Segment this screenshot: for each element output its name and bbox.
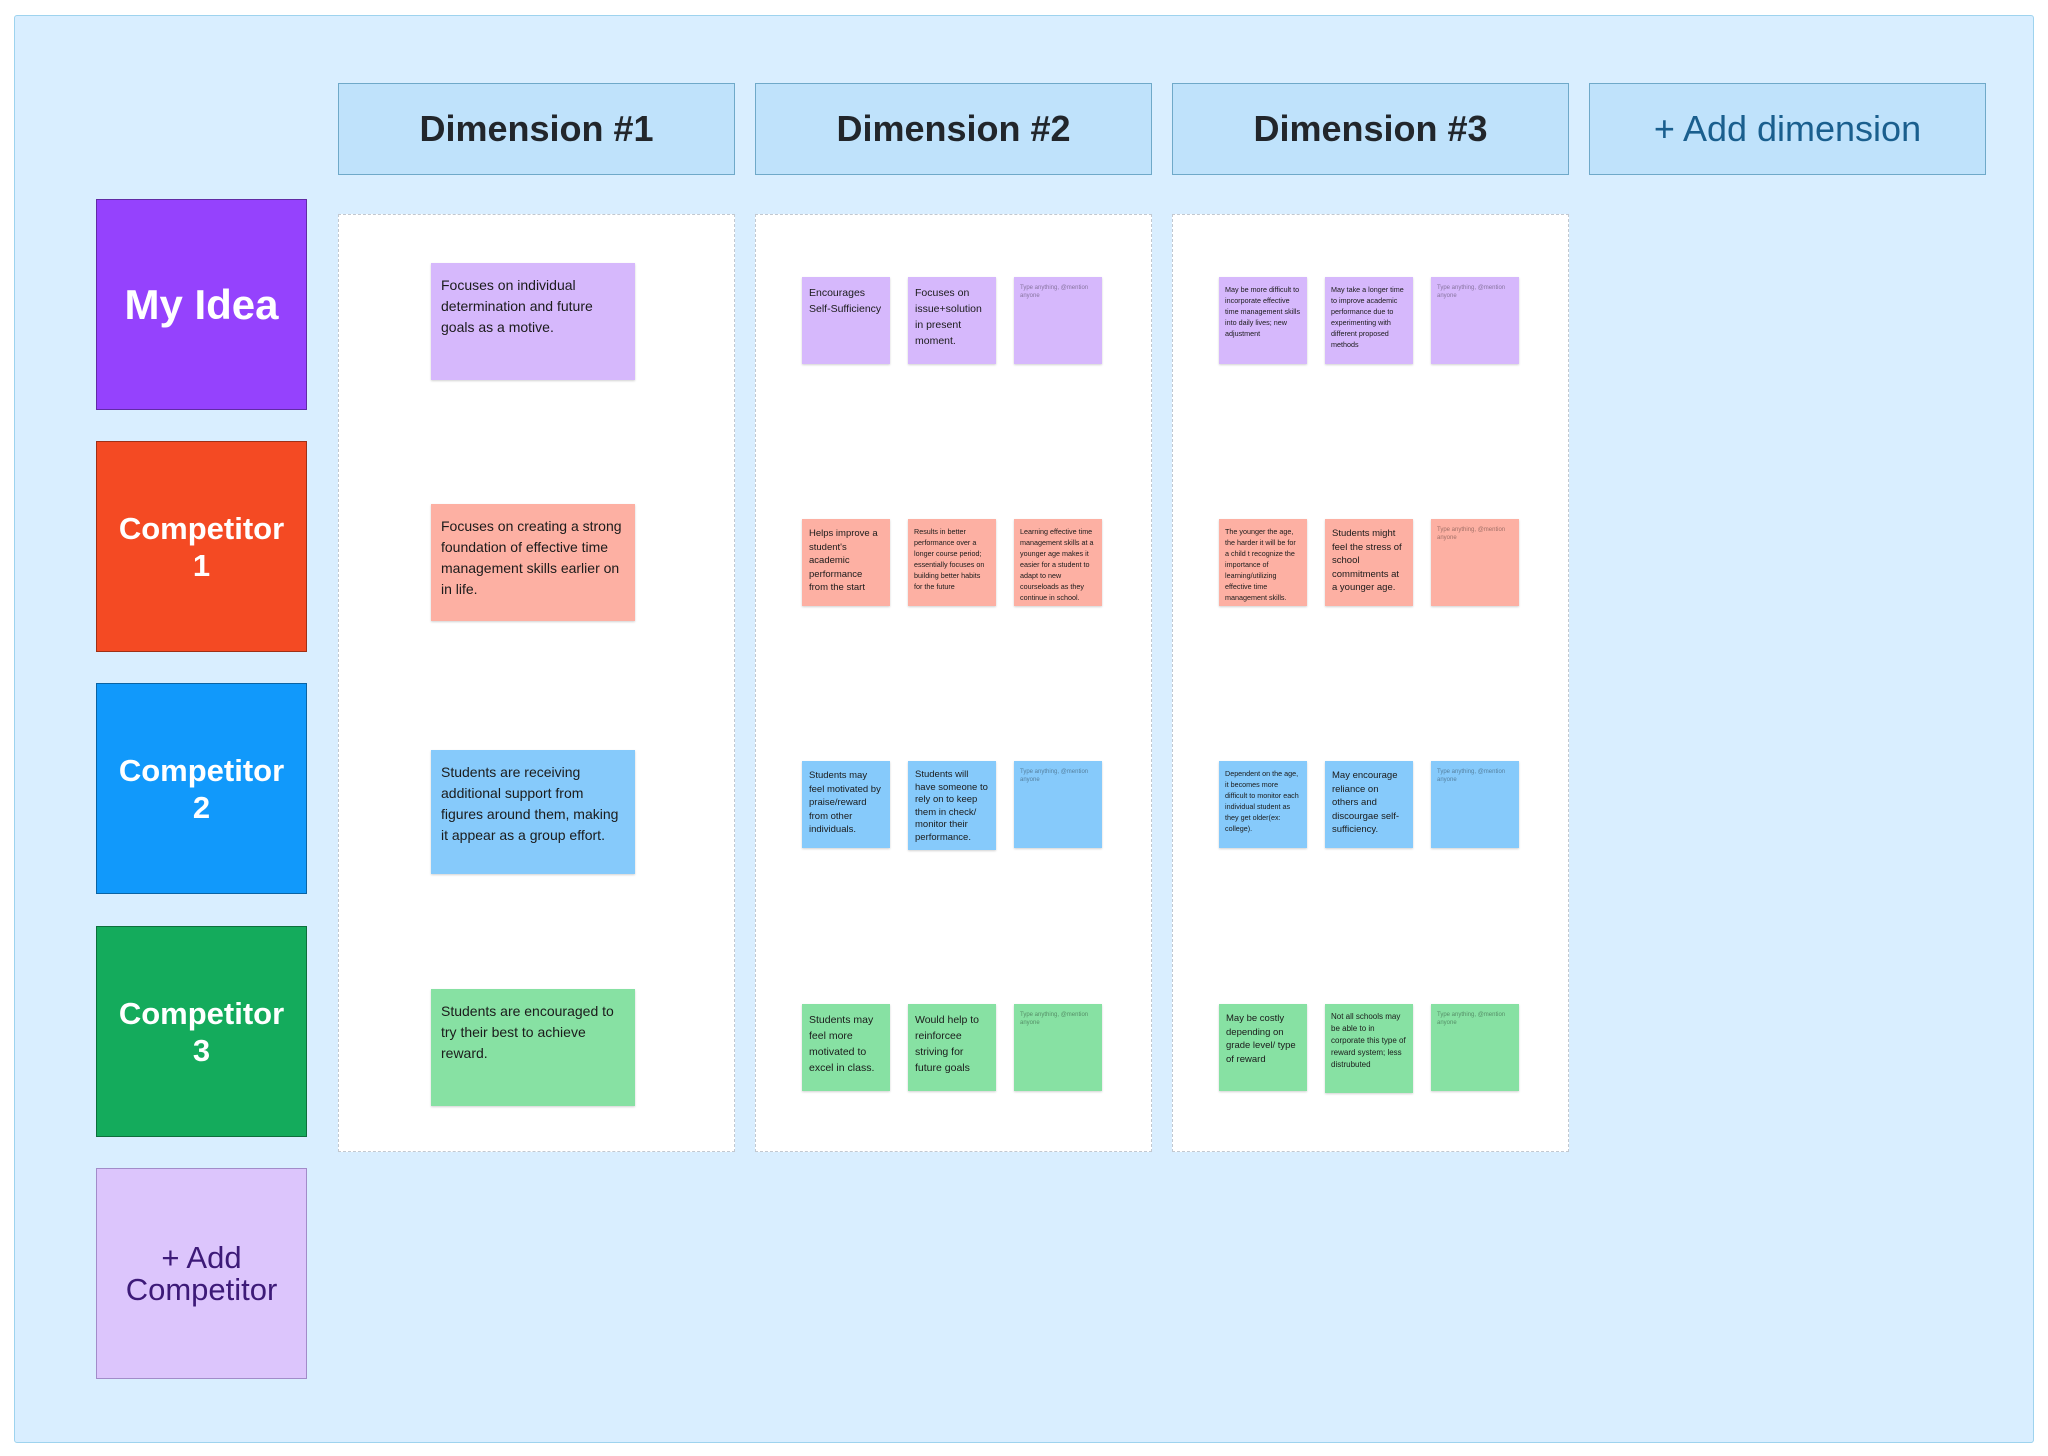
sticky-note[interactable]: Students will have someone to rely on to… — [908, 761, 996, 850]
whiteboard-canvas: Dimension #1 Dimension #2 Dimension #3 +… — [14, 15, 2034, 1443]
sticky-note[interactable]: Students are encouraged to try their bes… — [431, 989, 635, 1106]
empty-sticky-note[interactable]: Type anything, @mention anyone — [1014, 761, 1102, 848]
sticky-note[interactable]: Students are receiving additional suppor… — [431, 750, 635, 874]
row-label-my-idea[interactable]: My Idea — [96, 199, 307, 410]
sticky-note[interactable]: May be more difficult to incorporate eff… — [1219, 277, 1307, 364]
dimension-2-column: Encourages Self-Sufficiency Focuses on i… — [755, 214, 1152, 1152]
add-competitor-button[interactable]: + Add Competitor — [96, 1168, 307, 1379]
dimension-2-header[interactable]: Dimension #2 — [755, 83, 1152, 175]
sticky-note[interactable]: Focuses on issue+solution in present mom… — [908, 277, 996, 364]
sticky-note[interactable]: Encourages Self-Sufficiency — [802, 277, 890, 364]
empty-sticky-note[interactable]: Type anything, @mention anyone — [1431, 1004, 1519, 1091]
empty-sticky-note[interactable]: Type anything, @mention anyone — [1431, 277, 1519, 364]
sticky-note[interactable]: Focuses on individual determination and … — [431, 263, 635, 380]
dimension-3-header[interactable]: Dimension #3 — [1172, 83, 1569, 175]
dimension-1-column: Focuses on individual determination and … — [338, 214, 735, 1152]
row-label-competitor-3[interactable]: Competitor 3 — [96, 926, 307, 1137]
add-dimension-button[interactable]: + Add dimension — [1589, 83, 1986, 175]
empty-sticky-note[interactable]: Type anything, @mention anyone — [1014, 1004, 1102, 1091]
row-label-competitor-2[interactable]: Competitor 2 — [96, 683, 307, 894]
empty-sticky-note[interactable]: Type anything, @mention anyone — [1014, 277, 1102, 364]
sticky-note[interactable]: May take a longer time to improve academ… — [1325, 277, 1413, 364]
sticky-note[interactable]: May encourage reliance on others and dis… — [1325, 761, 1413, 848]
dimension-1-header[interactable]: Dimension #1 — [338, 83, 735, 175]
sticky-note[interactable]: Would help to reinforcee striving for fu… — [908, 1004, 996, 1091]
sticky-note[interactable]: The younger the age, the harder it will … — [1219, 519, 1307, 606]
sticky-note[interactable]: Focuses on creating a strong foundation … — [431, 504, 635, 621]
sticky-note[interactable]: Learning effective time management skill… — [1014, 519, 1102, 606]
dimension-3-column: May be more difficult to incorporate eff… — [1172, 214, 1569, 1152]
empty-sticky-note[interactable]: Type anything, @mention anyone — [1431, 519, 1519, 606]
sticky-note[interactable]: Students might feel the stress of school… — [1325, 519, 1413, 606]
sticky-note[interactable]: Results in better performance over a lon… — [908, 519, 996, 606]
sticky-note[interactable]: Dependent on the age, it becomes more di… — [1219, 761, 1307, 848]
empty-sticky-note[interactable]: Type anything, @mention anyone — [1431, 761, 1519, 848]
sticky-note[interactable]: Students may feel more motivated to exce… — [802, 1004, 890, 1091]
sticky-note[interactable]: Helps improve a student's academic perfo… — [802, 519, 890, 606]
sticky-note[interactable]: Students may feel motivated by praise/re… — [802, 761, 890, 848]
sticky-note[interactable]: Not all schools may be able to in corpor… — [1325, 1004, 1413, 1093]
row-label-competitor-1[interactable]: Competitor 1 — [96, 441, 307, 652]
sticky-note[interactable]: May be costly depending on grade level/ … — [1219, 1004, 1307, 1091]
